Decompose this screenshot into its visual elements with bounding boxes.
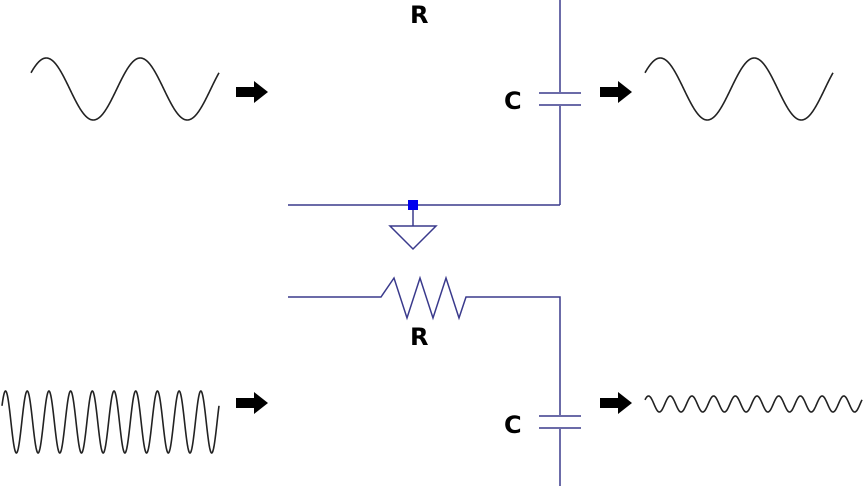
capacitor-top-label: C [504,87,522,115]
resistor-top-label: R [410,1,429,29]
bottom-circuit [288,275,581,486]
right-arrow-icon [600,81,632,103]
right-arrow-icon [236,392,268,414]
right-arrow-icon [600,392,632,414]
bottom-input-high-frequency-wave [1,390,220,454]
bottom-output-attenuated-wave [644,395,863,413]
bottom-resistor [288,275,561,415]
top-output-sine-wave [644,57,834,121]
junction-node [408,200,418,210]
resistor-bottom-label: R [410,323,429,351]
top-input-sine-wave [30,57,220,121]
right-arrow-icon [236,81,268,103]
capacitor-bottom-label: C [504,411,522,439]
ground-icon [388,210,438,251]
top-circuit [288,0,581,251]
